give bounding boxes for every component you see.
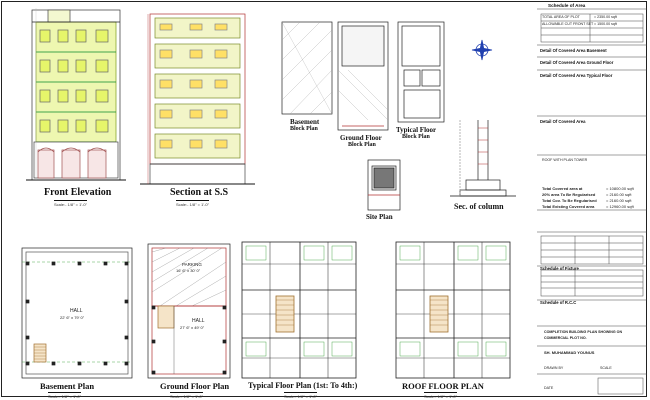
typical-block-caption: Typical Floor — [396, 126, 437, 134]
ground-plan-scale: Scale:- 1/8" = 1'-0" — [170, 392, 204, 399]
basement-hall-label: HALL — [70, 308, 83, 314]
roof-floor-plan — [395, 241, 511, 379]
covered-typical-title: Detail Of Covered Area Typical Floor — [540, 73, 613, 78]
basement-plan-caption: Basement Plan — [40, 381, 95, 391]
front-elevation — [26, 8, 126, 181]
ground-block-caption: Ground Floor — [340, 134, 382, 142]
north-arrow-icon — [471, 39, 493, 61]
typical-plan-caption: Typical Floor Plan (1st: To 4th:) — [248, 381, 358, 390]
reg3-label: Total Existing Covered area — [542, 204, 595, 209]
total-area-label: TOTAL AREA OF PLOT — [542, 15, 580, 19]
ground-plan-caption: Ground Floor Plan — [160, 381, 230, 391]
covered-basement-title: Detail Of Covered Area Basement — [540, 48, 607, 53]
reg1-value: = 2160.00 sqft — [606, 192, 632, 197]
project-text: COMPLETION BUILDING PLAN SHOWING ON — [544, 330, 623, 334]
roof-tower-label: ROOF WITH PLAN TOWER — [542, 158, 588, 162]
basement-hall-size: 22' 6" x 79' 0" — [60, 315, 85, 320]
owner-label: SH. MUHAMMAD YOUNUS — [544, 350, 595, 355]
front-elevation-caption: Front Elevation — [44, 187, 112, 198]
total-covered-value: = 10800.00 sqft — [606, 186, 634, 191]
parking-size: 16' 6" x 30' 0" — [176, 268, 201, 273]
typical-block-caption-sub: Block Plan — [402, 134, 430, 140]
covered-area-title: Detail Of Covered Area — [540, 119, 586, 124]
ground-hall-label: HALL — [192, 318, 205, 324]
front-elevation-scale: Scale:- 1/8" = 1'-0" — [54, 200, 88, 207]
section-scale: Scale:- 1/8" = 1'-0" — [176, 200, 210, 207]
column-section-drawing — [450, 120, 516, 197]
reg3-value: = 12960.00 sqft — [606, 204, 634, 209]
typical-block-plan — [397, 21, 445, 123]
section-caption: Section at S.S — [170, 187, 229, 198]
ground-hall-size: 27' 6" x 49' 0" — [180, 325, 205, 330]
basement-floor-plan — [21, 247, 133, 379]
reg1-label: 20% area To Be Regularised — [542, 192, 596, 197]
basement-plan-scale: Scale:- 1/8" = 1'-0" — [48, 392, 82, 399]
total-covered-label: Total Covered area at — [542, 186, 583, 191]
section-drawing — [140, 13, 255, 185]
rcc-title: Schedule of R.C.C — [540, 300, 577, 305]
reg2-label: Total Cov. To Be Regularised — [542, 198, 597, 203]
roof-plan-scale: Scale:- 1/8" = 1'-0" — [424, 392, 458, 399]
drawn-label: DRAWN BY — [544, 366, 564, 370]
basement-block-caption-sub: Block Plan — [290, 126, 318, 132]
column-section-caption: Sec. of column — [454, 202, 504, 211]
project-text-2: COMMERCIAL PLOT NO. — [544, 336, 587, 340]
roof-plan-caption: ROOF FLOOR PLAN — [402, 381, 484, 391]
typical-floor-plan — [241, 241, 357, 379]
side-panel-grid — [537, 8, 647, 395]
date-label: DATE — [544, 386, 554, 390]
ground-block-caption-sub: Block Plan — [348, 142, 376, 148]
ground-floor-plan — [147, 243, 231, 379]
basement-block-caption: Basement — [290, 118, 320, 126]
site-plan-drawing — [367, 159, 401, 211]
typical-plan-scale: Scale:- 1/8" = 1'-0" — [284, 392, 318, 399]
parking-label: PARKING — [182, 262, 202, 267]
scale-label: SCALE — [600, 366, 612, 370]
ground-block-plan — [337, 21, 389, 131]
reg2-value: = 2160.00 sqft — [606, 198, 632, 203]
allowable-label: ALLOWABLE CUT FRONT SET — [542, 22, 594, 26]
basement-block-plan — [281, 21, 333, 115]
fixture-title: Schedule of Fixture — [540, 266, 579, 271]
covered-ground-title: Detail Of Covered Area Ground Floor — [540, 60, 614, 65]
allowable-value: = 1500.00 sqft — [594, 22, 617, 26]
schedule-area-title: Schedule of Area — [548, 3, 586, 8]
total-area-value: = 2350.00 sqft — [594, 15, 617, 19]
site-plan-caption: Site Plan — [366, 213, 393, 221]
